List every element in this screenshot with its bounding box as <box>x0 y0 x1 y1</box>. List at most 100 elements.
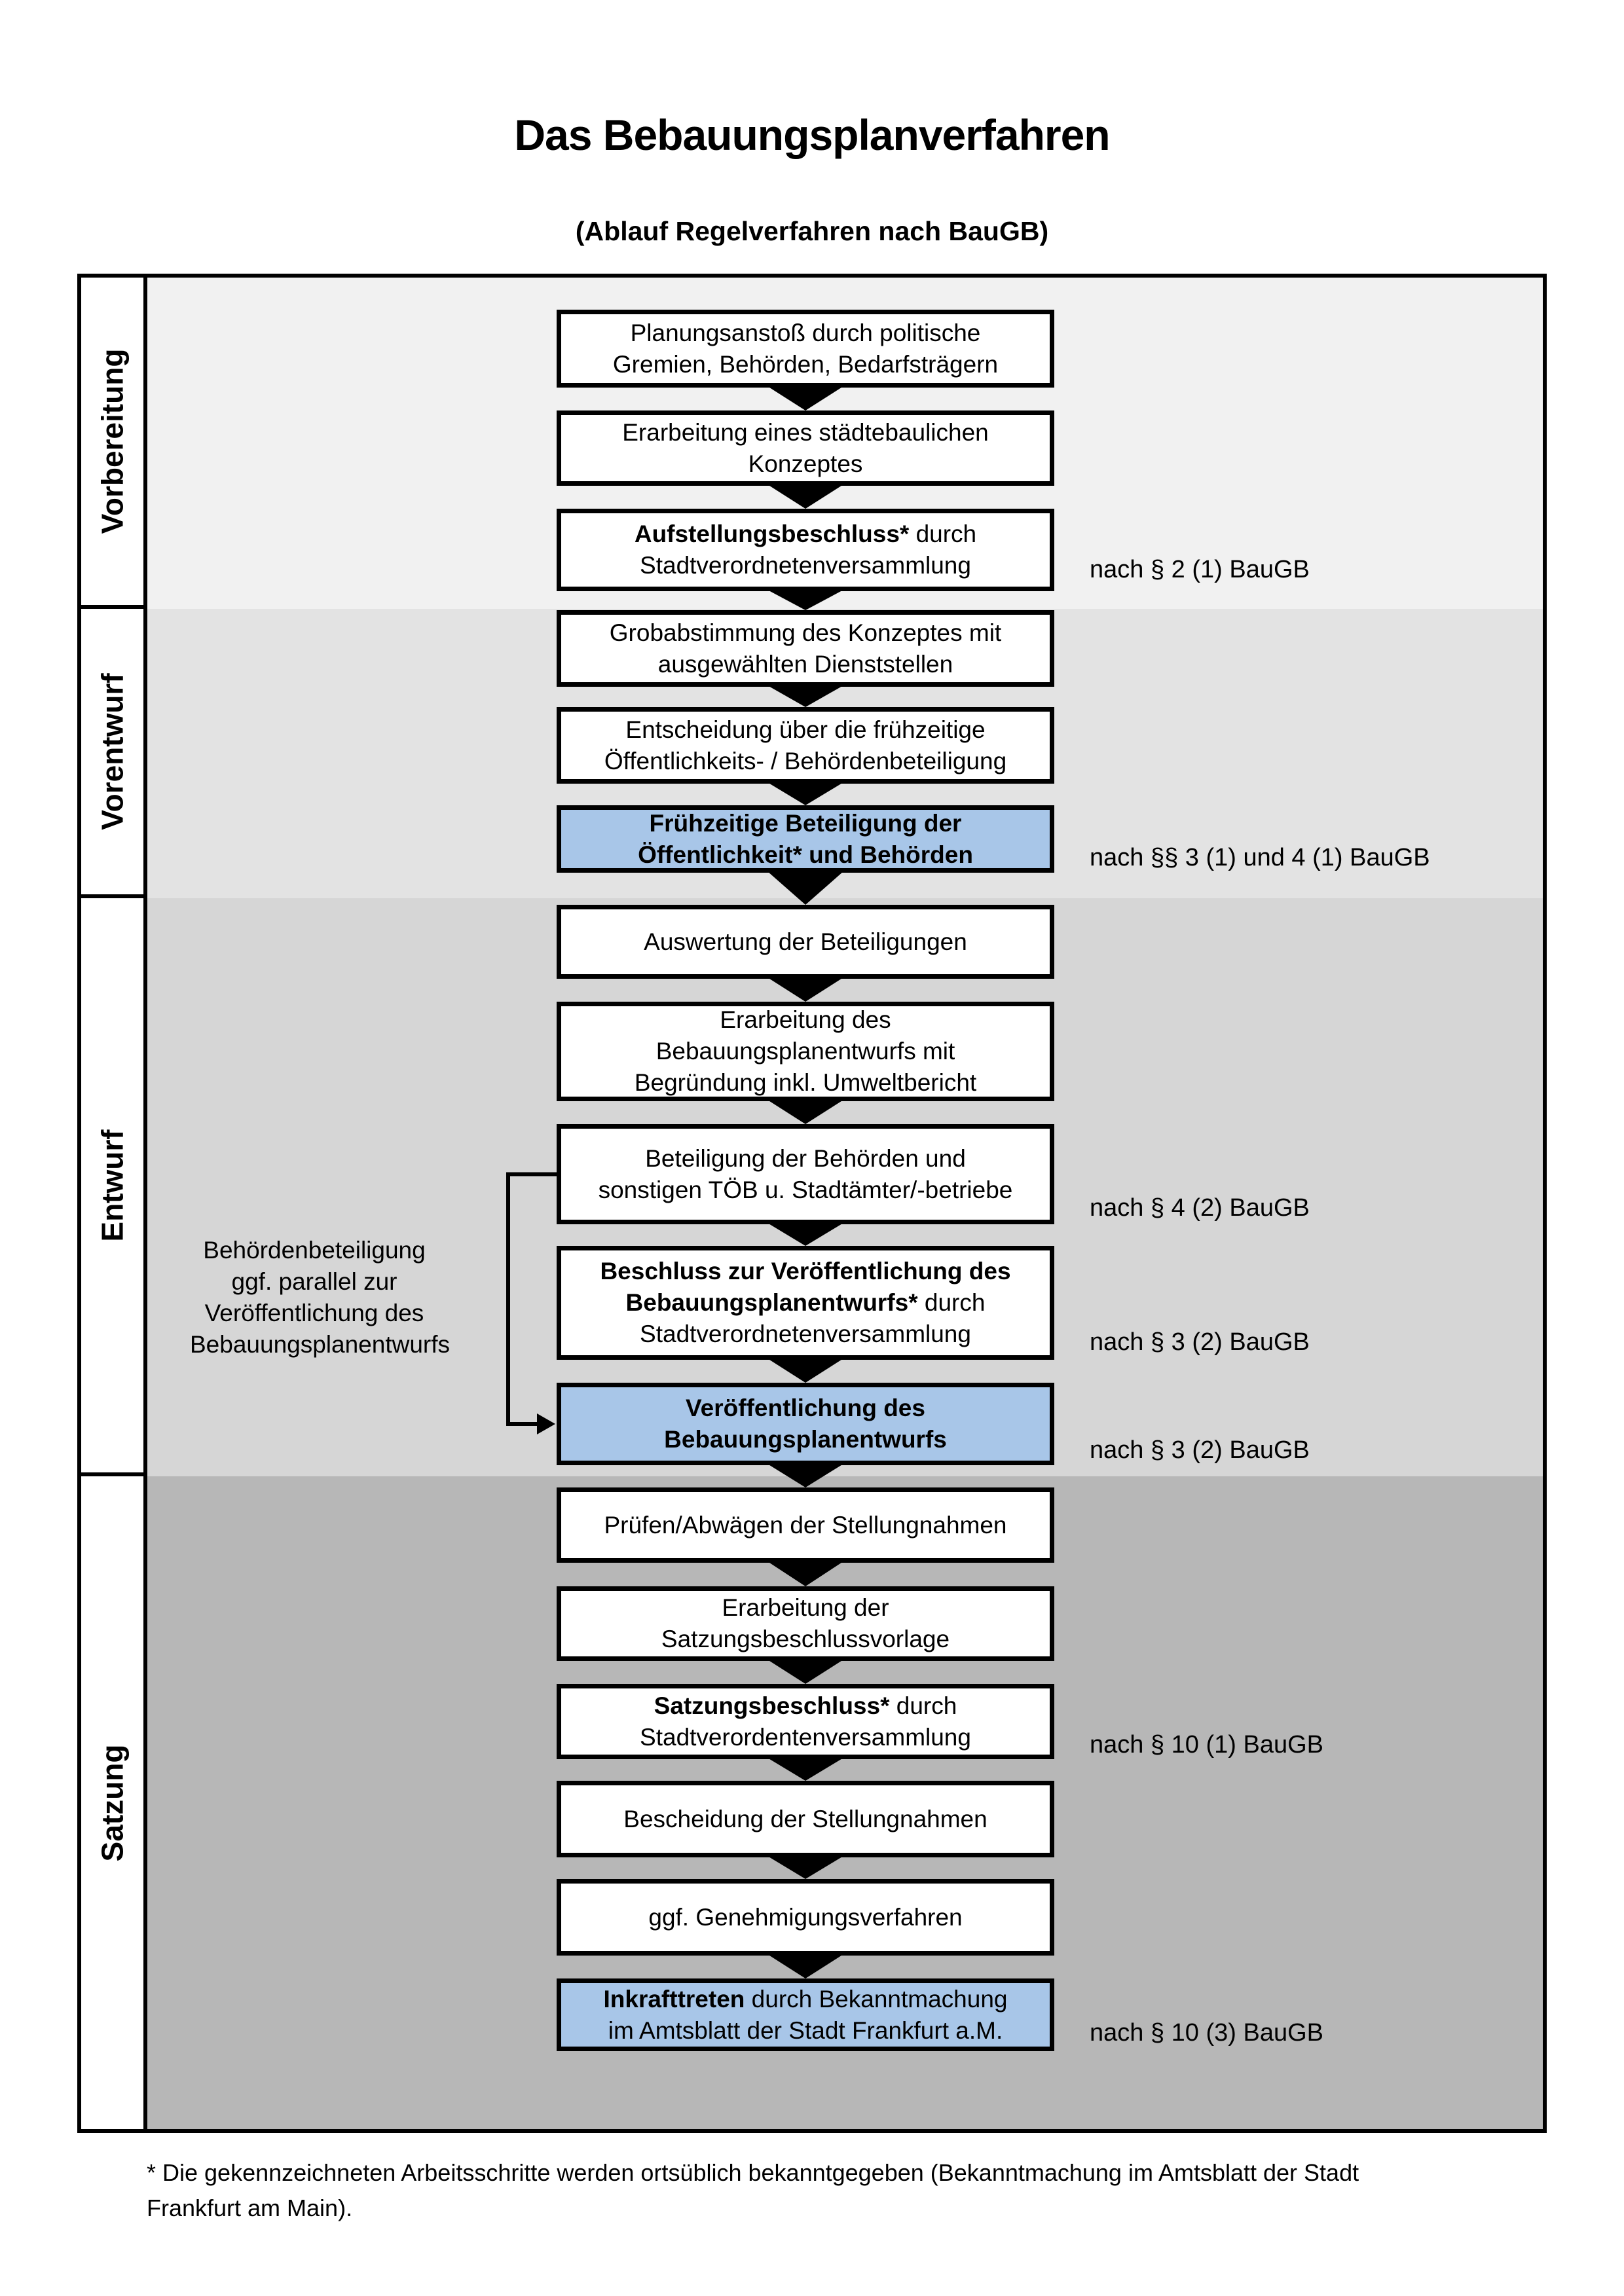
flow-box-text: durch <box>917 1289 986 1316</box>
flow-box-line: Erarbeitung eines städtebaulichen <box>622 417 989 448</box>
flow-box-line: Bebauungsplanentwurfs* durch <box>626 1287 986 1319</box>
flow-box-line: Beteiligung der Behörden und <box>645 1143 966 1175</box>
flow-box-line: Grobabstimmung des Konzeptes mit <box>610 617 1001 649</box>
flow-box-text: Erarbeitung eines städtebaulichen <box>622 418 989 446</box>
flow-box-line: Begründung inkl. Umweltbericht <box>635 1067 976 1099</box>
flow-box-text: Stadtverordnetenversammlung <box>640 552 971 579</box>
flow-box-text: Beschluss zur Veröffentlichung des <box>600 1258 1011 1285</box>
flow-box-text: Aufstellungsbeschluss* <box>634 520 910 547</box>
flow-box-line: Konzeptes <box>748 448 863 480</box>
flow-box-text: Erarbeitung der <box>722 1594 889 1621</box>
flow-box-line: Planungsanstoß durch politische <box>631 318 981 349</box>
page-title: Das Bebauungsplanverfahren <box>514 111 1110 159</box>
flow-box-text: Bebauungsplanentwurfs <box>664 1426 947 1453</box>
down-arrow-icon <box>767 1100 843 1124</box>
flow-box-text: Entscheidung über die frühzeitige <box>625 716 986 743</box>
flow-box-line: ausgewählten Dienststellen <box>658 649 953 680</box>
flow-box: Grobabstimmung des Konzeptes mit ausgewäh… <box>557 610 1054 687</box>
flow-box-text: Stadtverordnetenversammlung <box>640 1321 971 1347</box>
side-note-line: Veröffentlichung des <box>204 1300 424 1326</box>
flow-box-text: Bescheidung der Stellungnahmen <box>623 1805 987 1832</box>
flow-box-text: Inkrafttreten <box>603 1985 745 2013</box>
down-arrow-icon <box>767 871 843 905</box>
down-arrow-icon <box>767 1464 843 1487</box>
flow-box-line: ggf. Genehmigungsverfahren <box>648 1902 962 1933</box>
footnote-line: Frankfurt am Main). <box>147 2195 353 2221</box>
flow-box-line: Veröffentlichung des <box>686 1393 925 1424</box>
flow-box-text: Öffentlichkeits- / Behördenbeteiligung <box>604 747 1007 774</box>
down-arrow-icon <box>767 1561 843 1586</box>
flow-box-line: Inkrafttreten durch Bekanntmachung <box>604 1984 1008 2015</box>
side-note-line: ggf. parallel zur <box>231 1268 397 1295</box>
flow-box-text: Prüfen/Abwägen der Stellungnahmen <box>604 1511 1007 1539</box>
down-arrow-icon <box>767 1856 843 1879</box>
phase-label-vorentwurf: Vorentwurf <box>81 609 147 898</box>
flow-box-line: Stadtverordnetenversammlung <box>640 1319 971 1350</box>
flow-box-line: Öffentlichkeits- / Behördenbeteiligung <box>604 746 1006 777</box>
flow-box-line: Erarbeitung der <box>722 1592 889 1624</box>
flow-box-line: Beschluss zur Veröffentlichung des <box>600 1256 1010 1287</box>
flow-box-text: Begründung inkl. Umweltbericht <box>634 1069 977 1096</box>
flow-box-text: durch <box>909 520 977 547</box>
flow-box-text: Erarbeitung des <box>720 1006 891 1033</box>
law-reference: nach § 2 (1) BauGB <box>1090 556 1310 583</box>
flow-box-line: Gremien, Behörden, Bedarfsträgern <box>613 349 998 380</box>
down-arrow-icon <box>767 782 843 805</box>
flow-box-text: Veröffentlichung des <box>686 1394 925 1421</box>
down-arrow-icon <box>767 1358 843 1383</box>
flow-box-text: Satzungsbeschlussvorlage <box>661 1626 950 1652</box>
flow-box-text: Grobabstimmung des Konzeptes mit <box>609 619 1002 646</box>
flow-box-text: Öffentlichkeit* und Behörden <box>638 841 973 868</box>
down-arrow-icon <box>767 386 843 410</box>
phase-label-entwurf: Entwurf <box>81 898 147 1476</box>
flow-box: Beteiligung der Behörden und sonstigen TÖ… <box>557 1124 1054 1224</box>
phase-label-text: Entwurf <box>95 1129 130 1242</box>
down-arrow-icon <box>767 590 843 610</box>
footnote: * Die gekennzeichneten Arbeitsschritte w… <box>147 2155 1548 2226</box>
down-arrow-icon <box>767 685 843 707</box>
flow-box-text: durch Bekanntmachung <box>745 1985 1008 2013</box>
law-reference: nach § 3 (2) BauGB <box>1090 1328 1310 1356</box>
flow-box-text: Beteiligung der Behörden und <box>645 1144 966 1172</box>
flow-box-line: Entscheidung über die frühzeitige <box>625 714 985 746</box>
flow-box-line: Stadtverordentenversammlung <box>640 1722 971 1753</box>
law-reference: nach § 10 (1) BauGB <box>1090 1731 1323 1758</box>
down-arrow-icon <box>767 1660 843 1684</box>
flow-box: Bescheidung der Stellungnahmen <box>557 1781 1054 1857</box>
flow-box-line: Aufstellungsbeschluss* durch <box>635 519 976 550</box>
side-note-line: Bebauungsplanentwurfs <box>190 1331 451 1358</box>
flow-box-line: Erarbeitung des <box>720 1004 891 1036</box>
down-arrow-icon <box>767 977 843 1002</box>
down-arrow-icon <box>767 1954 843 1978</box>
flow-box-line: Satzungsbeschlussvorlage <box>661 1624 950 1655</box>
flow-box-line: Prüfen/Abwägen der Stellungnahmen <box>604 1510 1006 1541</box>
flow-box-text: Bebauungsplanentwurfs* <box>625 1289 918 1316</box>
phase-label-text: Vorbereitung <box>95 348 130 534</box>
flow-box-line: Satzungsbeschluss* durch <box>654 1690 957 1722</box>
page-subtitle: (Ablauf Regelverfahren nach BauGB) <box>575 216 1049 246</box>
side-note-line: Behördenbeteiligung <box>203 1237 426 1264</box>
phase-label-text: Vorentwurf <box>95 673 130 830</box>
law-reference: nach § 4 (2) BauGB <box>1090 1194 1310 1222</box>
down-arrow-icon <box>767 1223 843 1246</box>
flow-box-text: sonstigen TÖB u. Stadtämter/-betriebe <box>598 1176 1013 1203</box>
flow-box-text: Stadtverordentenversammlung <box>640 1723 971 1751</box>
phase-label-satzung: Satzung <box>81 1476 147 2129</box>
flow-box-line: Auswertung der Beteiligungen <box>644 926 967 958</box>
law-reference: nach § 10 (3) BauGB <box>1090 2019 1323 2047</box>
flow-box-text: Bebauungsplanentwurfs mit <box>655 1038 955 1065</box>
flow-box-text: Planungsanstoß durch politische <box>630 319 981 346</box>
flow-box: Auswertung der Beteiligungen <box>557 905 1054 979</box>
flow-box-line: Bebauungsplanentwurfs <box>664 1424 947 1455</box>
flow-box-text: ggf. Genehmigungsverfahren <box>648 1903 963 1931</box>
